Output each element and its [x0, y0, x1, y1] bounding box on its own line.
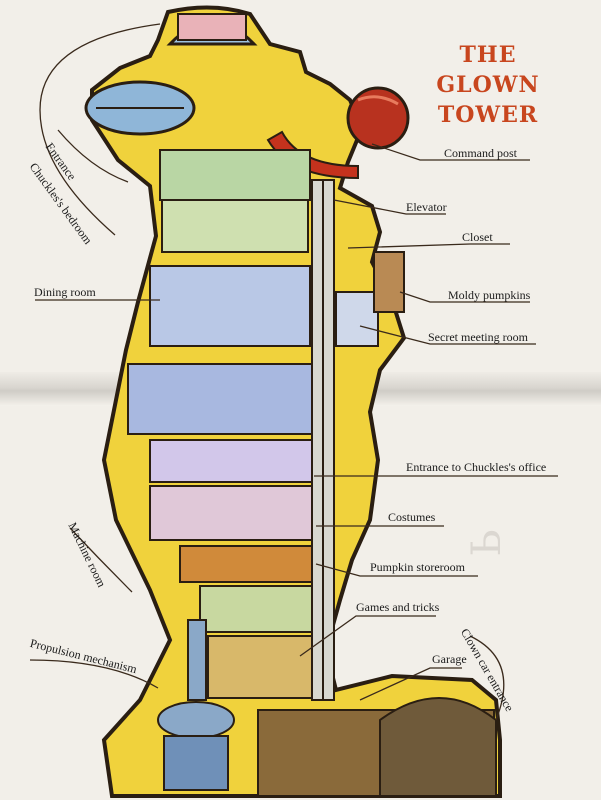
line-secret — [359, 325, 536, 345]
label-games-and-tricks: Games and tricks — [356, 600, 440, 614]
line-moldy — [399, 291, 530, 303]
line-games — [299, 615, 436, 657]
line-pumpkin — [315, 563, 478, 577]
label-moldy-pumpkins: Moldy pumpkins — [448, 288, 531, 302]
room-bedroom — [159, 149, 311, 201]
line-entrance — [57, 129, 129, 183]
room-pumpkin — [179, 545, 315, 583]
label-command-post: Command post — [444, 146, 518, 160]
line-command — [371, 143, 530, 161]
room-costumes — [149, 485, 315, 541]
label-entrance-to-chuckles-office: Entrance to Chuckles's office — [406, 460, 547, 474]
room-games-lower — [207, 635, 315, 699]
room-office — [149, 439, 315, 483]
room-upper — [161, 199, 309, 253]
nose-balloon — [346, 86, 410, 150]
label-secret-meeting-room: Secret meeting room — [428, 330, 528, 344]
room-machine-top — [127, 363, 313, 435]
room-secret — [335, 291, 379, 347]
line-machine — [69, 527, 133, 593]
line-bedroom — [39, 23, 161, 236]
moldy-pumpkin-bin — [373, 251, 405, 313]
line-closet — [347, 243, 510, 249]
label-elevator: Elevator — [406, 200, 447, 214]
room-dining — [149, 265, 311, 347]
diagram-title: THE GLOWN TOWER — [418, 40, 558, 130]
label-dining-room: Dining room — [34, 285, 96, 299]
line-elevator — [333, 199, 446, 215]
garage-arch — [379, 697, 497, 797]
room-games — [199, 585, 315, 633]
label-closet: Closet — [462, 230, 493, 244]
title-line-2: TOWER — [437, 102, 539, 128]
label-costumes: Costumes — [388, 510, 436, 524]
label-garage: Garage — [432, 652, 467, 666]
top-carousel — [177, 13, 247, 41]
title-line-1: THE GLOWN — [436, 42, 540, 98]
line-garage — [359, 667, 462, 701]
line-clown-car — [469, 635, 505, 721]
propulsion-mechanism-art — [157, 619, 235, 791]
label-pumpkin-storeroom: Pumpkin storeroom — [370, 560, 465, 574]
line-propulsion — [29, 659, 159, 689]
